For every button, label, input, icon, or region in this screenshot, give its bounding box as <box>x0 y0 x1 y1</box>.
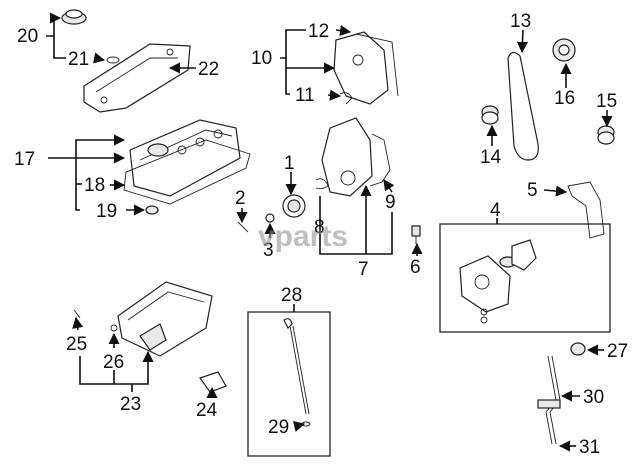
callout-12: 12 <box>308 21 329 42</box>
callout-8: 8 <box>314 217 325 238</box>
drain-plug <box>73 309 81 319</box>
grommet <box>145 205 159 215</box>
callout-21: 21 <box>68 49 89 70</box>
oil-pump-assembly <box>459 239 537 324</box>
idler-pulley <box>597 125 615 145</box>
callout-2: 2 <box>235 188 246 209</box>
dipstick-tube-cap <box>570 342 586 356</box>
dipstick-tube <box>537 355 561 445</box>
callout-20: 20 <box>17 26 38 47</box>
callout-16: 16 <box>554 88 575 109</box>
callout-19: 19 <box>96 201 117 222</box>
callout-22: 22 <box>198 59 219 80</box>
oil-pump-box <box>439 223 611 333</box>
drain-plug-gasket <box>110 324 118 332</box>
callout-7: 7 <box>358 259 369 280</box>
callout-6: 6 <box>410 257 421 278</box>
callout-lines <box>46 12 613 452</box>
oil-dipstick <box>283 318 310 415</box>
mount-bolt <box>411 225 421 244</box>
upper-timing-cover <box>333 31 399 105</box>
oil-pan <box>117 281 213 357</box>
callout-1: 1 <box>284 153 295 174</box>
callout-10: 10 <box>251 48 272 69</box>
callout-24: 24 <box>196 400 218 421</box>
callout-27: 27 <box>607 341 628 362</box>
callout-26: 26 <box>103 352 124 373</box>
bolt <box>237 221 249 233</box>
cam-sprocket <box>552 38 576 62</box>
oil-pan-bracket <box>199 371 227 393</box>
rear-cover-gasket <box>567 181 605 239</box>
watermark: vparts <box>258 220 348 253</box>
cover-bracket <box>339 92 353 105</box>
valve-cover <box>129 119 241 197</box>
callout-4: 4 <box>490 200 501 221</box>
callout-9: 9 <box>385 192 396 213</box>
belt-tensioner <box>481 105 499 125</box>
lower-timing-cover <box>321 117 373 197</box>
crank-pulley <box>282 194 306 218</box>
callout-5: 5 <box>527 180 538 201</box>
callout-13: 13 <box>510 11 531 32</box>
callout-17: 17 <box>14 149 35 170</box>
oil-filler-cap <box>61 9 87 25</box>
callout-14: 14 <box>480 147 502 168</box>
callout-31: 31 <box>579 437 600 458</box>
timing-cover-seal <box>315 178 329 190</box>
washer <box>265 213 275 223</box>
callout-23: 23 <box>120 394 141 415</box>
callout-numbers: 1 2 3 4 5 6 7 8 9 10 11 12 13 14 15 16 1… <box>14 11 628 458</box>
callout-18: 18 <box>84 175 105 196</box>
callout-29: 29 <box>268 417 289 438</box>
timing-cover-gasket <box>369 133 391 187</box>
callout-25: 25 <box>66 334 87 355</box>
timing-belt <box>507 51 539 161</box>
dipstick-box <box>247 311 331 457</box>
callout-30: 30 <box>583 387 604 408</box>
callout-11: 11 <box>295 85 315 106</box>
o-ring <box>106 56 120 64</box>
callout-15: 15 <box>596 91 617 112</box>
callout-3: 3 <box>263 240 274 261</box>
callout-28: 28 <box>281 285 302 306</box>
engine-cover <box>83 43 191 113</box>
